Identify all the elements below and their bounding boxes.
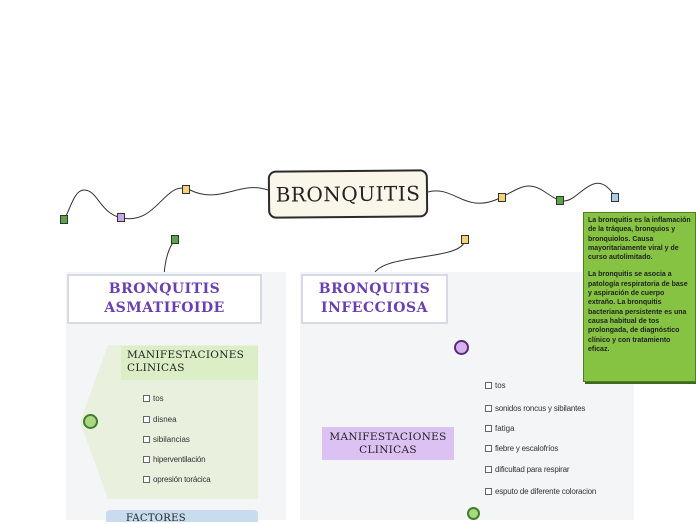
manifestaciones-node-asmatiforme[interactable]: MANIFESTACIONES CLINICAS bbox=[121, 346, 258, 380]
checkbox-icon bbox=[485, 445, 492, 452]
collapse-toggle-infecciosa[interactable] bbox=[454, 340, 469, 355]
leaf-opresion-toracica[interactable]: opresión torácica bbox=[143, 475, 211, 484]
checkbox-icon bbox=[485, 466, 492, 473]
branch-title-line1: BRONQUITIS bbox=[318, 281, 431, 297]
checkbox-icon bbox=[143, 416, 150, 423]
sticky-note-icon[interactable] bbox=[117, 213, 125, 222]
sticky-note-icon[interactable] bbox=[611, 193, 619, 202]
leaf-fiebre[interactable]: fiebre y escalofríos bbox=[485, 444, 558, 453]
central-topic-title: BRONQUITIS bbox=[275, 181, 421, 207]
manifestaciones-line2: CLINICAS bbox=[359, 443, 417, 456]
sticky-note-icon[interactable] bbox=[498, 193, 506, 202]
wire-to-asmatiforme bbox=[163, 239, 176, 277]
note-paragraph-2: La bronquitis se asocia a patología resp… bbox=[588, 271, 688, 353]
checkbox-icon bbox=[485, 488, 492, 495]
factores-node[interactable]: FACTORES bbox=[106, 510, 258, 524]
checkbox-icon bbox=[143, 395, 150, 402]
note-paragraph-1: La bronquitis es la inflamación de la tr… bbox=[588, 217, 691, 262]
checkbox-icon bbox=[143, 456, 150, 463]
checkbox-icon bbox=[485, 405, 492, 412]
wire-right bbox=[427, 182, 617, 204]
leaf-esputo[interactable]: esputo de diferente coloracion bbox=[485, 487, 596, 496]
subtopic-shape-asmatiforme bbox=[80, 345, 258, 499]
sticky-note-icon[interactable] bbox=[60, 215, 68, 224]
sticky-note-icon[interactable] bbox=[171, 235, 179, 244]
wire-left bbox=[63, 187, 269, 221]
branch-title-asmatiforme[interactable]: BRONQUITIS ASMATIFOIDE bbox=[67, 274, 262, 324]
manifestaciones-line1: MANIFESTACIONES bbox=[127, 349, 245, 361]
checkbox-icon bbox=[143, 436, 150, 443]
leaf-fatiga[interactable]: fatiga bbox=[485, 424, 515, 433]
leaf-sibilancias[interactable]: sibilancias bbox=[143, 435, 190, 444]
sticky-note-icon[interactable] bbox=[182, 185, 190, 194]
manifestaciones-node-infecciosa[interactable]: MANIFESTACIONES CLINICAS bbox=[322, 427, 454, 460]
manifestaciones-line1: MANIFESTACIONES bbox=[329, 430, 447, 443]
sticky-note-icon[interactable] bbox=[461, 235, 469, 244]
leaf-disnea[interactable]: disnea bbox=[143, 415, 177, 424]
sticky-note-icon[interactable] bbox=[556, 196, 564, 205]
checkbox-icon bbox=[485, 382, 492, 389]
leaf-tos[interactable]: tos bbox=[485, 381, 506, 390]
branch-title-line2: ASMATIFOIDE bbox=[104, 300, 225, 316]
checkbox-icon bbox=[485, 425, 492, 432]
branch-title-line1: BRONQUITIS bbox=[108, 281, 221, 297]
leaf-sonidos-roncus[interactable]: sonidos roncus y sibilantes bbox=[485, 404, 585, 413]
central-topic[interactable]: BRONQUITIS bbox=[267, 169, 429, 219]
branch-title-line2: INFECCIOSA bbox=[321, 300, 428, 316]
leaf-tos[interactable]: tos bbox=[143, 394, 164, 403]
wire-to-infecciosa bbox=[372, 239, 466, 277]
sticky-note[interactable]: La bronquitis es la inflamación de la tr… bbox=[583, 212, 696, 382]
collapse-toggle-asmatiforme[interactable] bbox=[83, 414, 98, 429]
collapse-toggle-infecciosa-bottom[interactable] bbox=[467, 507, 480, 520]
checkbox-icon bbox=[143, 476, 150, 483]
branch-title-infecciosa[interactable]: BRONQUITIS INFECCIOSA bbox=[301, 274, 448, 324]
leaf-hiperventilacion[interactable]: hiperventilación bbox=[143, 455, 206, 464]
leaf-dificultad-respirar[interactable]: dificultad para respirar bbox=[485, 465, 570, 474]
manifestaciones-line2: CLINICAS bbox=[127, 362, 185, 374]
factores-title: FACTORES bbox=[126, 513, 186, 524]
